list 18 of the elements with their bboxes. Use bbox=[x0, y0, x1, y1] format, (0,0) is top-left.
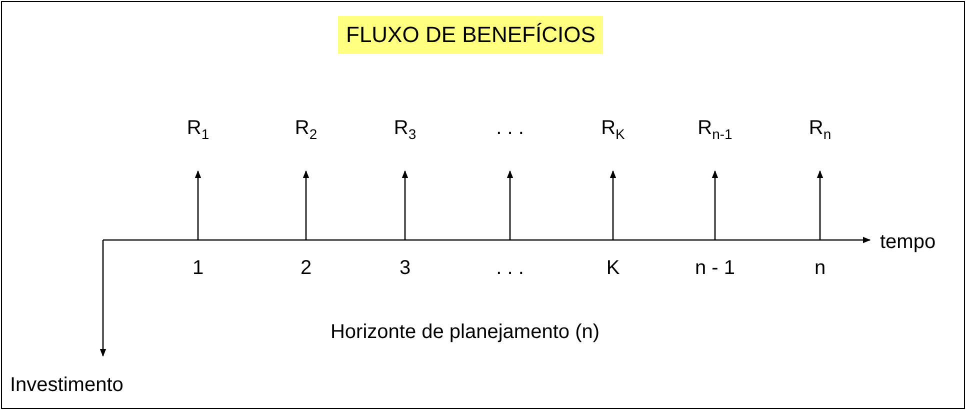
cash-flow-label: R$_{1}$ bbox=[186, 118, 210, 138]
cash-flow-label: R$_{n-1}$ bbox=[698, 118, 732, 138]
caption-text: Horizonte de planejamento (n) bbox=[330, 322, 600, 342]
investment-label: Investimento bbox=[10, 375, 124, 395]
period-label: n - 1 bbox=[694, 258, 736, 278]
period-label: 1 bbox=[192, 258, 204, 278]
cash-flow-label: R$_{n}$ bbox=[808, 118, 832, 138]
axis-label: tempo bbox=[880, 232, 936, 252]
title: FLUXO DE BENEFÍCIOS bbox=[338, 16, 604, 54]
cash-flow-label: R$_{2}$ bbox=[294, 118, 318, 138]
cash-flow-label: R$_{K}$ bbox=[601, 118, 625, 138]
period-label: . . . bbox=[496, 258, 524, 278]
period-label: 3 bbox=[399, 258, 411, 278]
cash-flow-label: R$_{3}$ bbox=[394, 118, 416, 138]
period-label: K bbox=[606, 258, 620, 278]
period-label: 2 bbox=[300, 258, 312, 278]
cash-flow-label: . . . bbox=[496, 118, 524, 138]
period-label: n bbox=[814, 258, 826, 278]
